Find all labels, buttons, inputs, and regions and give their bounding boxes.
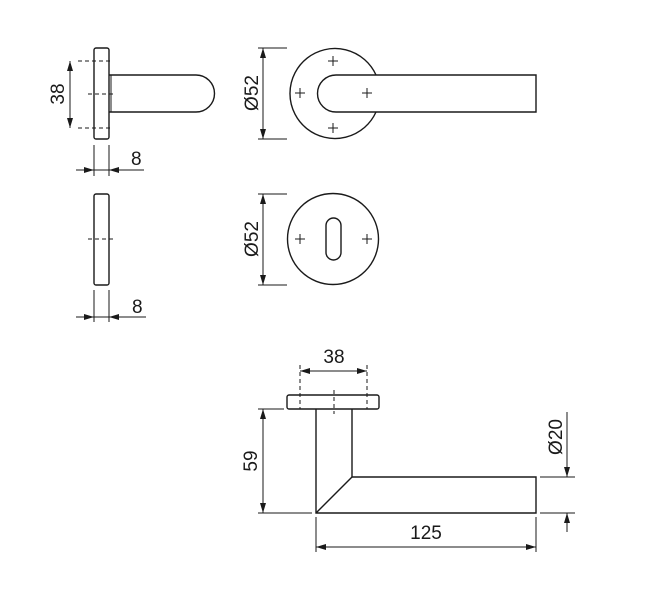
lever-top-view: 38 59 125 Ø20 <box>241 347 575 552</box>
dimension-38-label: 38 <box>323 347 344 368</box>
dimension-8-label: 8 <box>132 297 143 318</box>
escutcheon-front-view: Ø52 <box>242 192 380 286</box>
rosette-side-view: 38 8 <box>48 47 216 176</box>
dimension-125-label: 125 <box>410 523 442 544</box>
keyhole-icon <box>325 217 342 261</box>
dimension-diameter-52-label: Ø52 <box>242 75 263 111</box>
dimension-8-label: 8 <box>131 149 142 170</box>
screw-cross-icons <box>295 56 372 133</box>
dimension-38-label: 38 <box>48 83 69 104</box>
rosette-front-view: Ø52 <box>242 47 537 140</box>
dimension-diameter-52-label: Ø52 <box>242 221 263 257</box>
dimension-59-label: 59 <box>241 450 262 471</box>
screw-cross-icons <box>295 234 372 244</box>
escutcheon-side-view: 8 <box>76 193 146 322</box>
dimension-diameter-20-label: Ø20 <box>546 419 567 455</box>
